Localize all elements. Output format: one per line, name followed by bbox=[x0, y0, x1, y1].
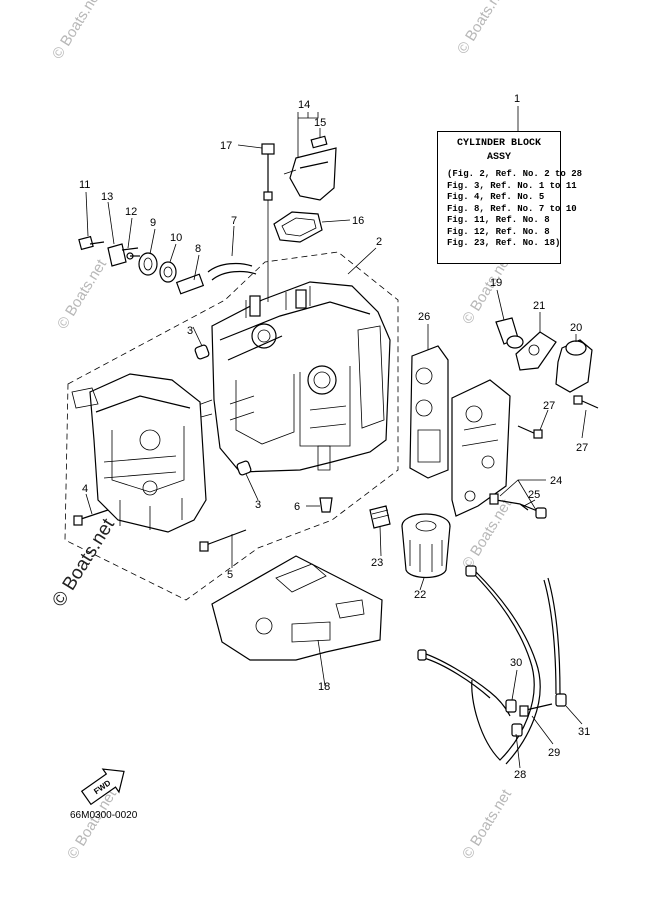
callout-9: 9 bbox=[150, 217, 156, 229]
callout-23: 23 bbox=[371, 557, 383, 569]
watermark-top-right: © Boats.net bbox=[454, 0, 511, 57]
cylinder-block-main bbox=[189, 281, 391, 473]
crankcase bbox=[71, 373, 207, 533]
cover-plate bbox=[451, 379, 511, 517]
callout-17: 17 bbox=[220, 140, 232, 152]
assy-title-line1: CYLINDER BLOCK bbox=[456, 138, 541, 149]
assy-title-line2: ASSY bbox=[486, 152, 511, 163]
assy-line: Fig. 23, Ref. No. 18) bbox=[447, 238, 561, 248]
callout-28: 28 bbox=[514, 769, 526, 781]
thermostat-group bbox=[495, 317, 599, 439]
callout-30: 30 bbox=[510, 657, 522, 669]
leader-lines bbox=[85, 106, 587, 769]
hose-group bbox=[417, 565, 567, 765]
callout-20: 20 bbox=[570, 322, 582, 334]
callout-7: 7 bbox=[231, 215, 237, 227]
callout-16: 16 bbox=[352, 215, 364, 227]
pin-6 bbox=[319, 497, 333, 513]
callout-4: 4 bbox=[82, 483, 88, 495]
watermark-mid-left: © Boats.net bbox=[54, 256, 111, 332]
dowel-pin-upper bbox=[194, 344, 210, 360]
callout-13: 13 bbox=[101, 191, 113, 203]
assy-line: Fig. 3, Ref. No. 1 to 11 bbox=[447, 180, 577, 191]
watermark-top-left: © Boats.net bbox=[49, 0, 106, 62]
assy-line: Fig. 8, Ref. No. 7 to 10 bbox=[447, 203, 577, 214]
callout-5: 5 bbox=[227, 569, 233, 581]
callout-6: 6 bbox=[294, 501, 300, 513]
callout-11: 11 bbox=[79, 179, 90, 191]
callout-labels: 1 2 3 3 4 5 6 7 8 9 10 11 12 13 14 15 16… bbox=[79, 93, 590, 781]
callout-19: 19 bbox=[490, 277, 502, 289]
gasket-26 bbox=[409, 345, 449, 479]
dowel-pin-lower bbox=[236, 460, 252, 476]
watermark-bottom-right: © Boats.net bbox=[459, 786, 516, 862]
top-cover-group bbox=[261, 135, 337, 302]
oil-filter-group bbox=[369, 493, 547, 579]
callout-15: 15 bbox=[314, 117, 326, 129]
callout-27-left: 27 bbox=[543, 400, 555, 412]
callout-31: 31 bbox=[578, 726, 590, 738]
diagram-code: 66M0300-0020 bbox=[70, 810, 138, 821]
assy-line: Fig. 11, Ref. No. 8 bbox=[447, 215, 550, 225]
callout-3-upper: 3 bbox=[187, 325, 193, 337]
callout-27-right: 27 bbox=[576, 442, 588, 454]
callout-3-lower: 3 bbox=[255, 499, 261, 511]
cylinder-block-assy-box: CYLINDER BLOCK ASSY (Fig. 2, Ref. No. 2 … bbox=[437, 131, 583, 264]
callout-8: 8 bbox=[195, 243, 201, 255]
callout-1: 1 bbox=[514, 93, 520, 105]
callout-21: 21 bbox=[533, 300, 545, 312]
callout-22: 22 bbox=[414, 589, 426, 601]
callout-12: 12 bbox=[125, 206, 137, 218]
watermark-large: © Boats.net bbox=[48, 514, 119, 610]
callout-29: 29 bbox=[548, 747, 560, 759]
fwd-arrow-icon: FWD bbox=[80, 768, 125, 806]
callout-14: 14 bbox=[298, 99, 310, 111]
gasket-18 bbox=[211, 555, 383, 661]
assy-dashed-outline bbox=[64, 251, 399, 601]
callout-18: 18 bbox=[318, 681, 330, 693]
assy-line: Fig. 4, Ref. No. 5 bbox=[447, 192, 545, 202]
assy-line: Fig. 12, Ref. No. 8 bbox=[447, 226, 550, 237]
shaft-parts bbox=[78, 235, 257, 295]
callout-2: 2 bbox=[376, 236, 382, 248]
callout-25: 25 bbox=[528, 489, 540, 501]
callout-24: 24 bbox=[550, 475, 562, 487]
callout-26: 26 bbox=[418, 311, 430, 323]
callout-10: 10 bbox=[170, 232, 182, 244]
bolts-crankcase bbox=[73, 509, 247, 552]
assy-line: (Fig. 2, Ref. No. 2 to 28 bbox=[447, 169, 583, 179]
